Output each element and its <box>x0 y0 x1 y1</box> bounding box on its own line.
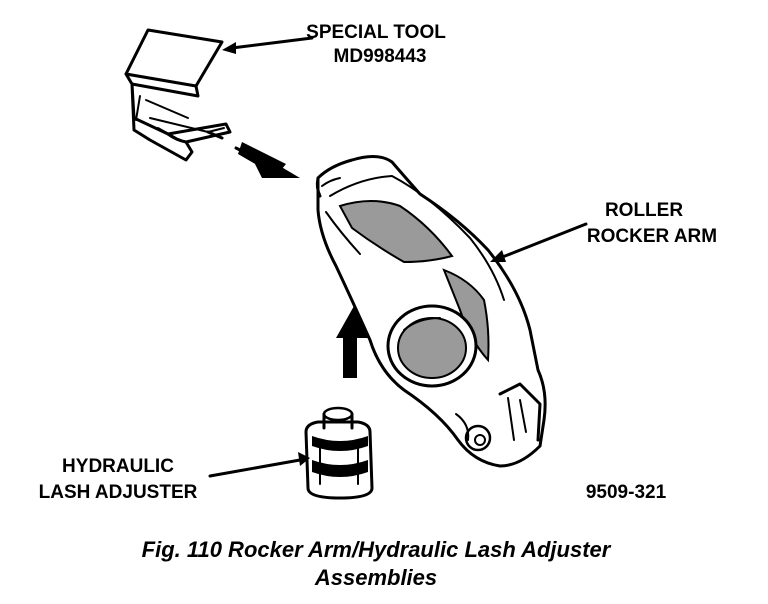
rocker-arm-label: ROCKER ARM <box>587 226 717 247</box>
roller-rocker-arm-drawing <box>315 155 547 468</box>
adjuster-motion-arrow <box>336 306 370 378</box>
rocker-arm-leader <box>490 222 588 262</box>
hydraulic-lash-adjuster-drawing <box>304 406 374 500</box>
special-tool-label: SPECIAL TOOL <box>306 22 446 43</box>
figure-number: 9509-321 <box>586 482 667 503</box>
caption-line-2: Assemblies <box>314 565 437 590</box>
lash-adjuster-leader <box>208 452 310 478</box>
special-tool-part-number: MD998443 <box>334 46 427 67</box>
lash-adjuster-label: LASH ADJUSTER <box>39 482 198 503</box>
hydraulic-label: HYDRAULIC <box>62 456 174 477</box>
tool-motion-arrow <box>206 130 300 178</box>
special-tool-drawing <box>124 28 232 162</box>
special-tool-leader <box>222 36 314 54</box>
caption-line-1: Fig. 110 Rocker Arm/Hydraulic Lash Adjus… <box>142 537 612 562</box>
roller-label: ROLLER <box>605 200 683 221</box>
